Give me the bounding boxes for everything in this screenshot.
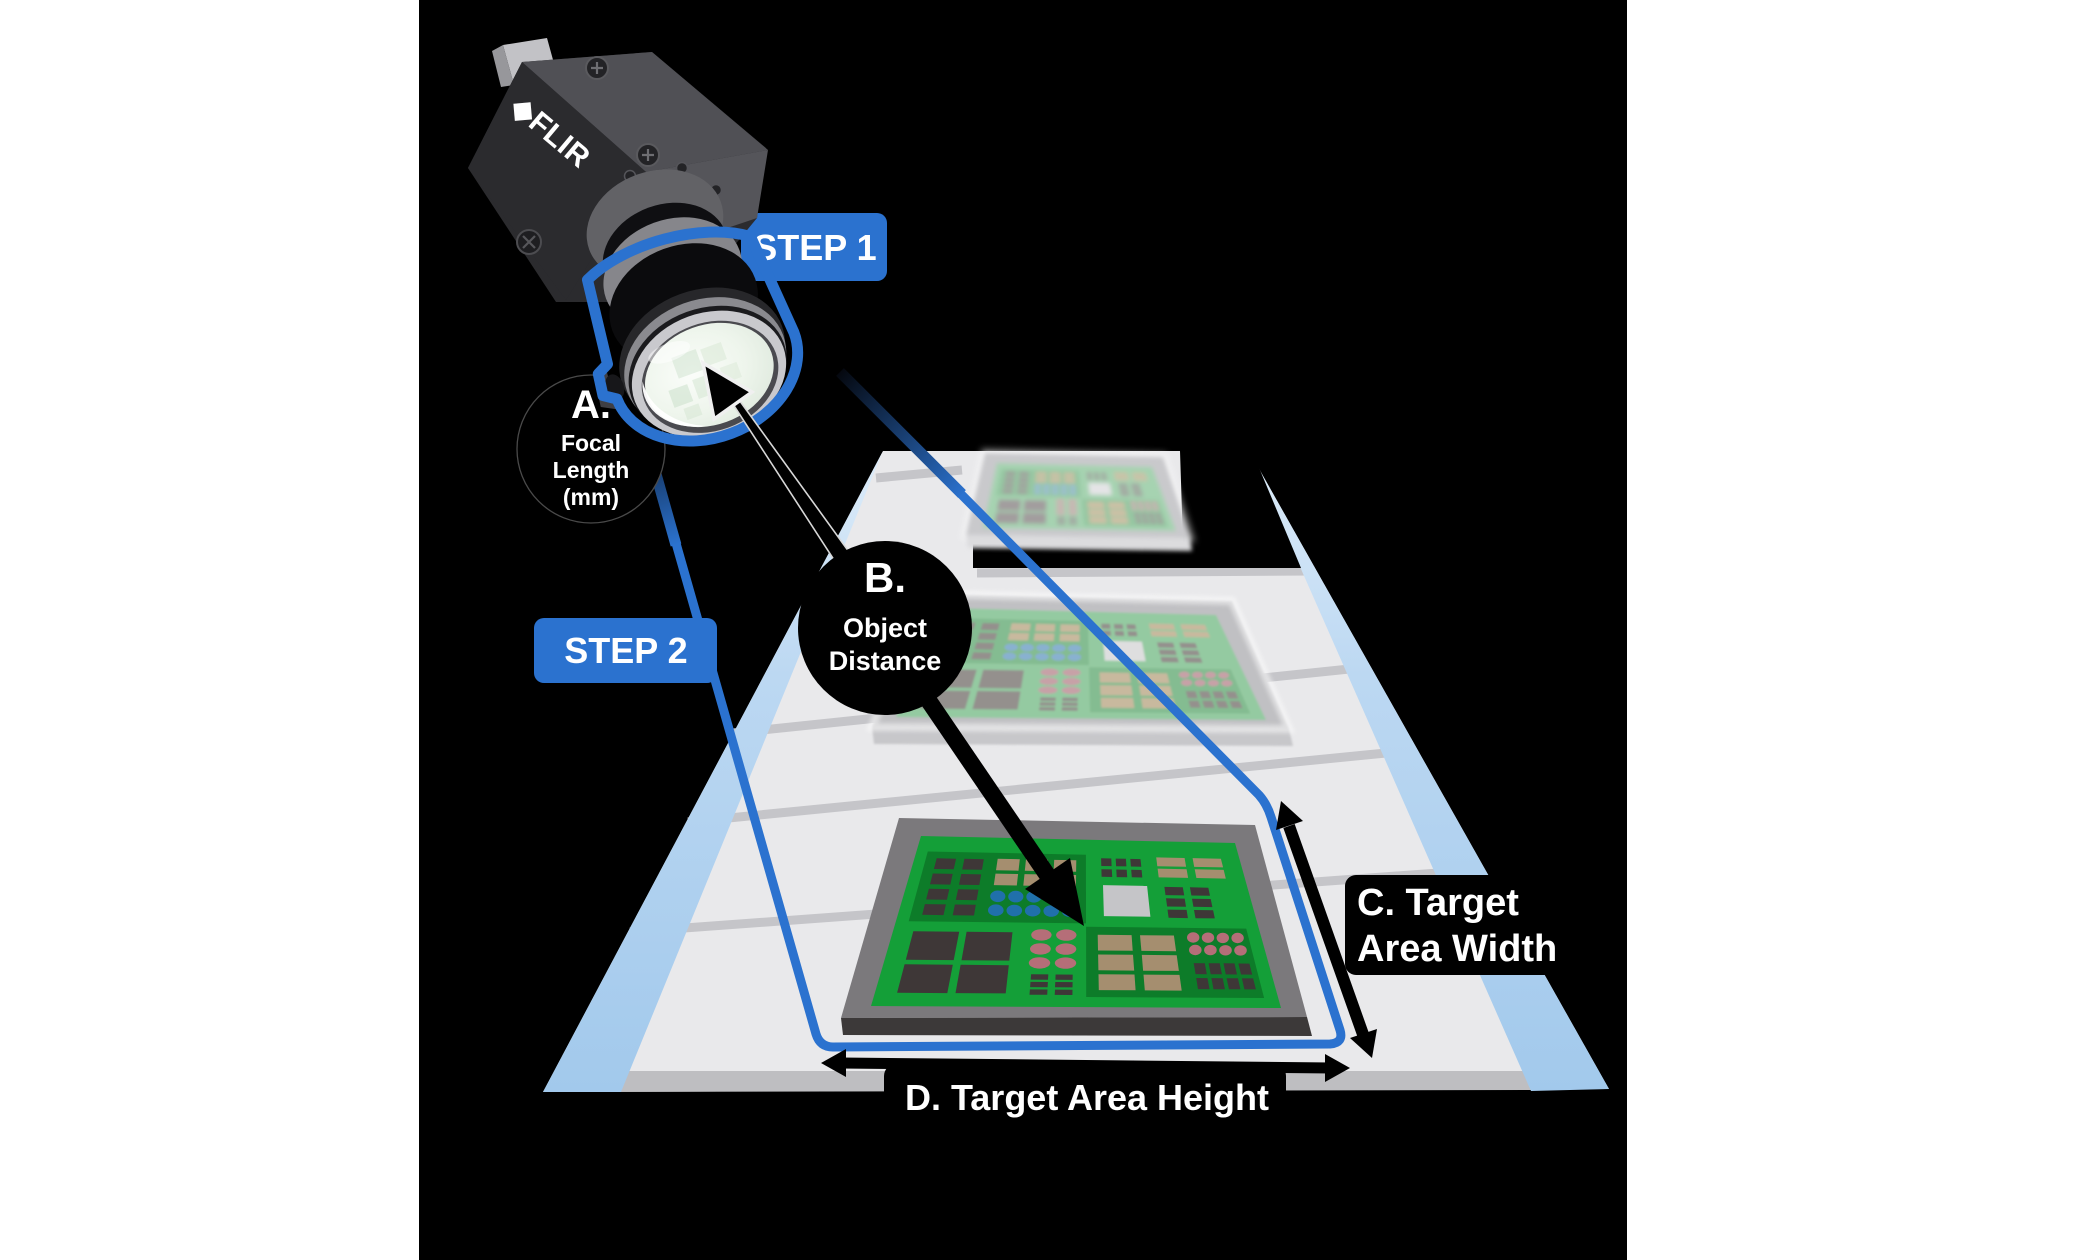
svg-text:Area Width: Area Width — [1357, 928, 1557, 970]
svg-text:(mm): (mm) — [563, 484, 619, 510]
svg-text:Focal: Focal — [561, 430, 621, 456]
svg-text:Object: Object — [843, 613, 927, 643]
svg-text:Length: Length — [553, 457, 630, 483]
svg-text:STEP 2: STEP 2 — [564, 630, 687, 671]
svg-text:B.: B. — [864, 554, 906, 601]
svg-text:D. Target Area Height: D. Target Area Height — [905, 1077, 1269, 1118]
svg-text:STEP 1: STEP 1 — [753, 227, 876, 268]
svg-text:C. Target: C. Target — [1357, 882, 1519, 924]
svg-text:Distance: Distance — [829, 646, 942, 676]
